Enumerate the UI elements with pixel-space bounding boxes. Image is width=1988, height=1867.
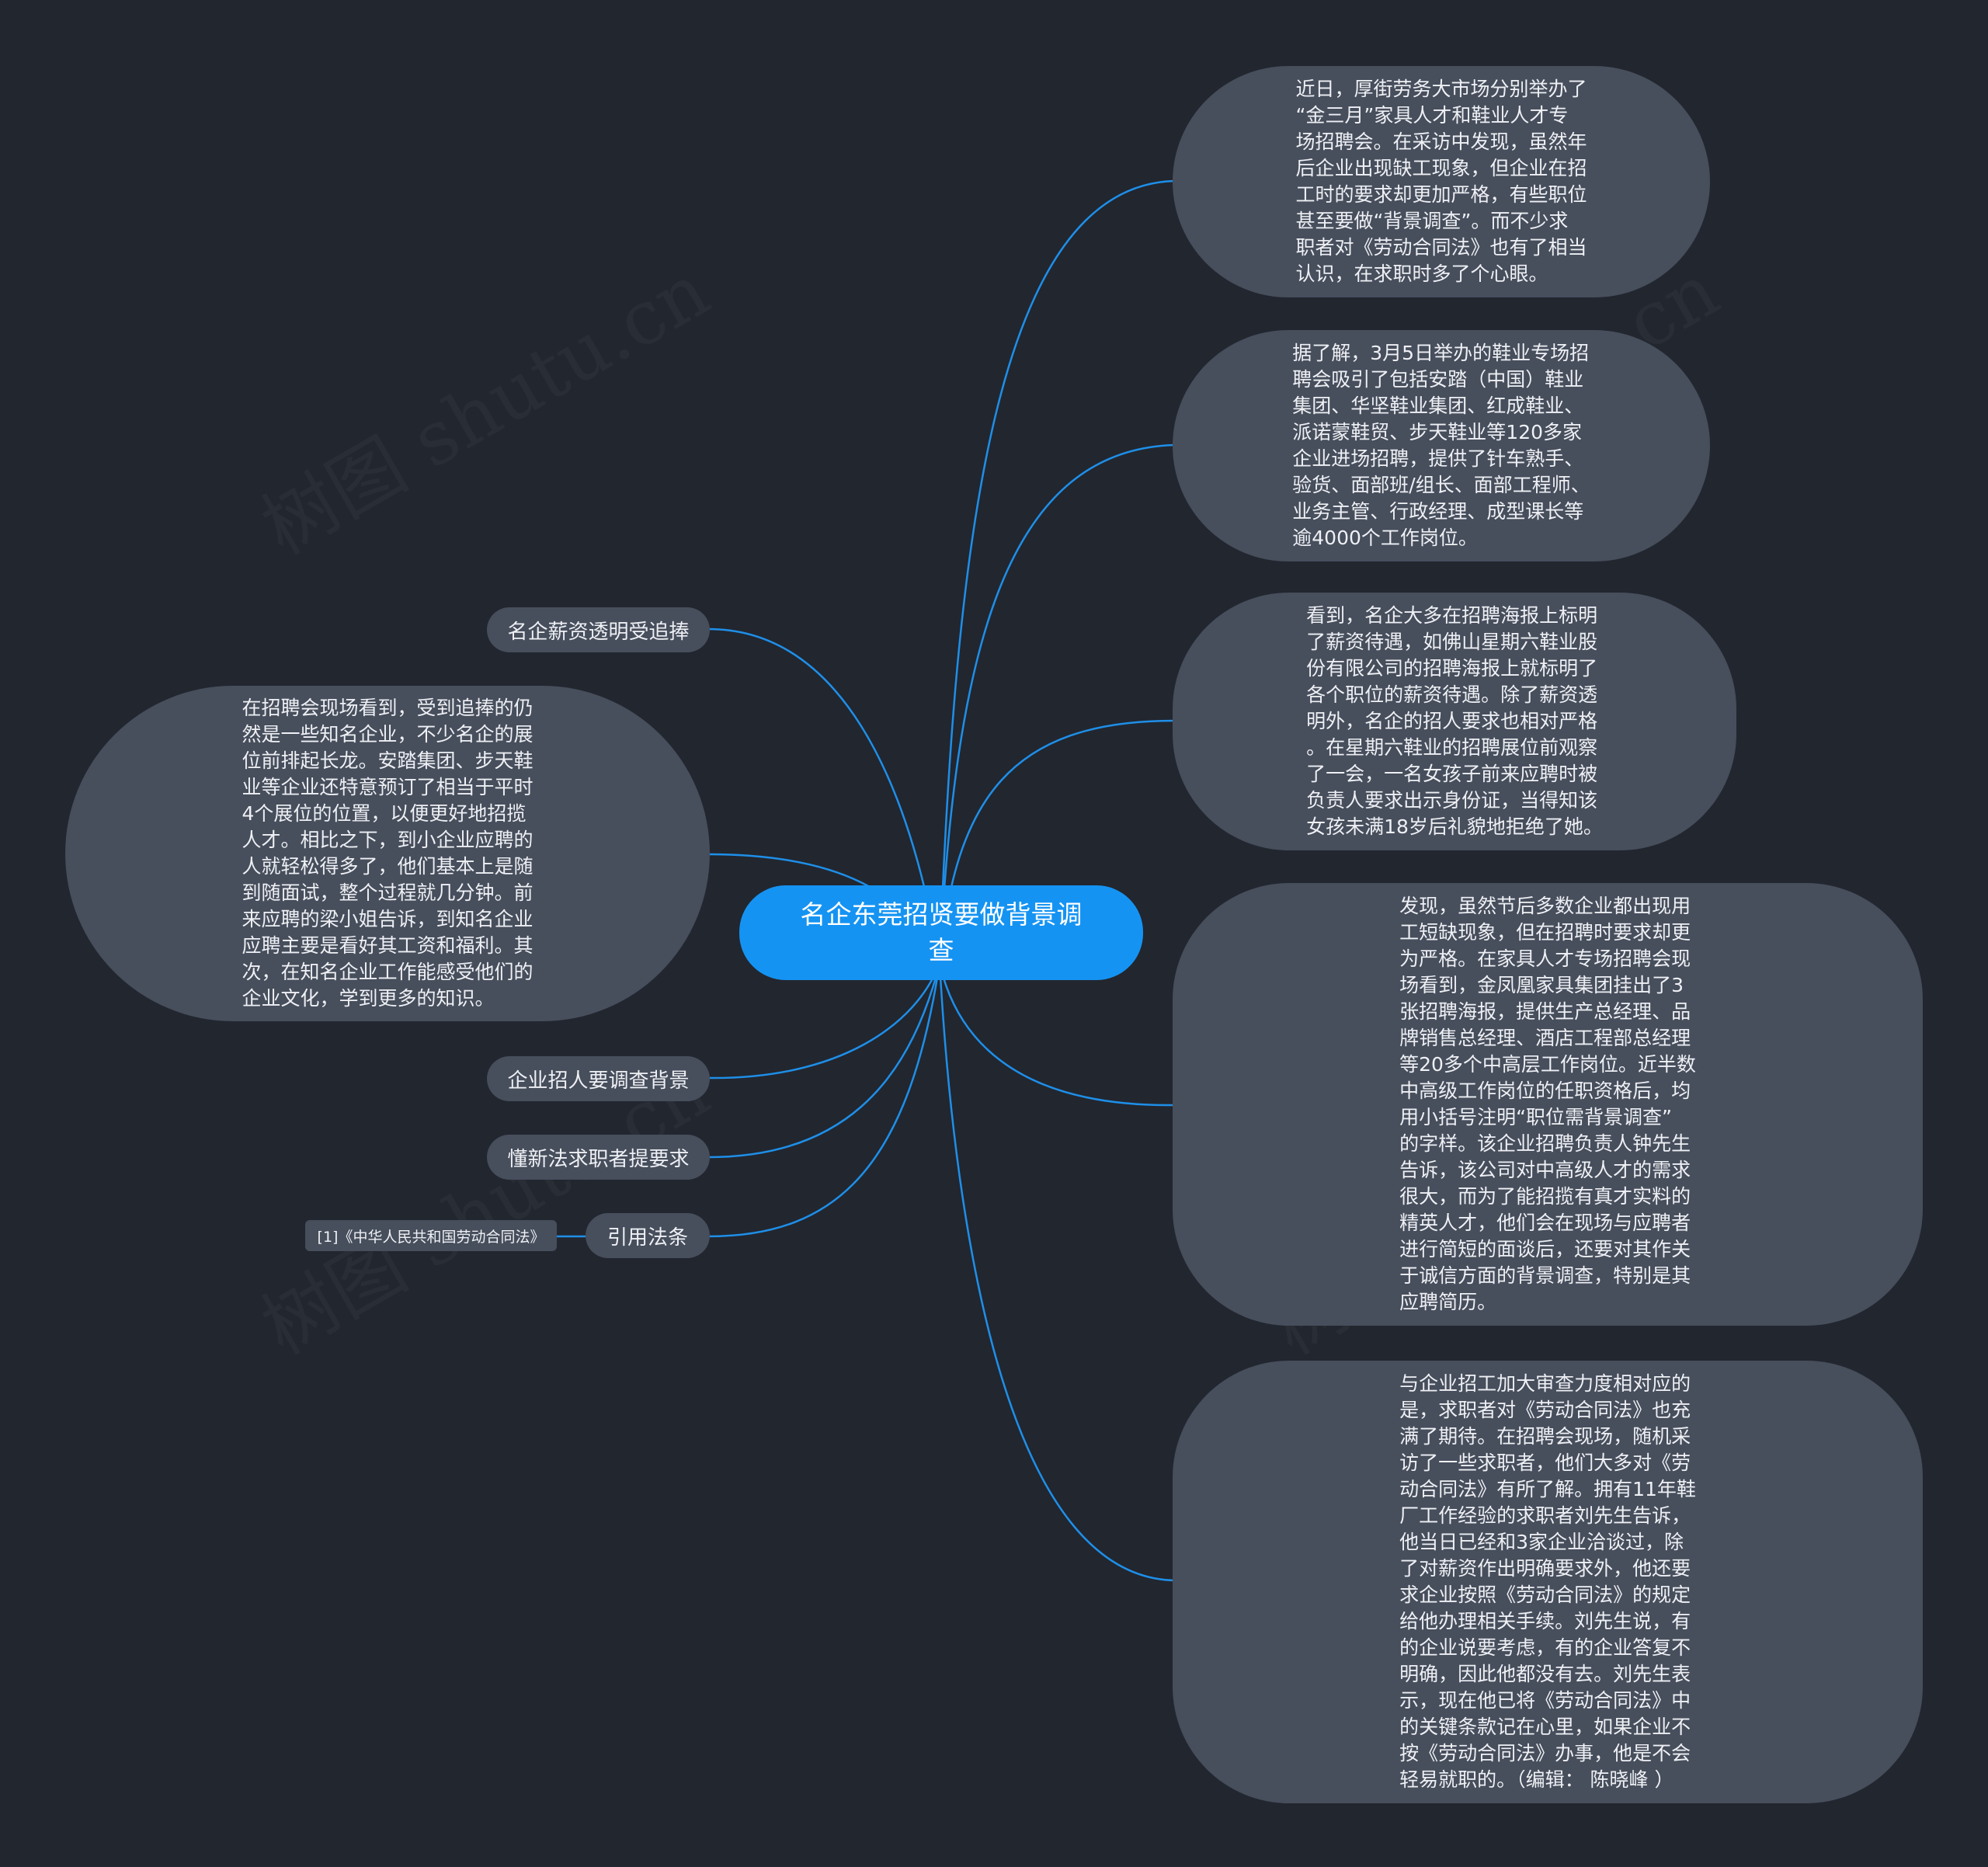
law-reference-tag[interactable]: [1]《中华人民共和国劳动合同法》 [305, 1220, 557, 1251]
root-topic-label: 名企东莞招贤要做背景调 查 [800, 899, 1083, 965]
detail-node-text: 发现，虽然节后多数企业都出现用 工短缺现象，但在招聘时要求却更 为严格。在家具人… [1399, 895, 1696, 1313]
topic-label: 懂新法求职者提要求 [507, 1147, 690, 1171]
detail-node-text: 在招聘会现场看到，受到追捧的仍 然是一些知名企业，不少名企的展 位前排起长龙。安… [242, 697, 533, 1010]
law-reference-label: [1]《中华人民共和国劳动合同法》 [317, 1228, 545, 1246]
topic-new-law-requirements[interactable]: 懂新法求职者提要求 [487, 1135, 710, 1180]
topic-salary-transparency[interactable]: 名企薪资透明受追捧 [487, 607, 710, 652]
detail-node-4[interactable]: 发现，虽然节后多数企业都出现用 工短缺现象，但在招聘时要求却更 为严格。在家具人… [1173, 883, 1923, 1326]
detail-node-text: 据了解，3月5日举办的鞋业专场招 聘会吸引了包括安踏（中国）鞋业 集团、华坚鞋业… [1292, 342, 1590, 549]
detail-node-5[interactable]: 与企业招工加大审查力度相对应的 是，求职者对《劳动合同法》也充 满了期待。在招聘… [1173, 1361, 1923, 1803]
detail-node-text: 与企业招工加大审查力度相对应的 是，求职者对《劳动合同法》也充 满了期待。在招聘… [1399, 1372, 1696, 1791]
topic-salary-detail[interactable]: 在招聘会现场看到，受到追捧的仍 然是一些知名企业，不少名企的展 位前排起长龙。安… [65, 686, 710, 1021]
topic-label: 名企薪资透明受追捧 [507, 620, 690, 644]
detail-node-text: 近日，厚街劳务大市场分别举办了 “金三月”家具人才和鞋业人才专 场招聘会。在采访… [1295, 78, 1587, 285]
detail-node-1[interactable]: 近日，厚街劳务大市场分别举办了 “金三月”家具人才和鞋业人才专 场招聘会。在采访… [1173, 66, 1710, 297]
topic-label: 企业招人要调查背景 [507, 1069, 690, 1093]
detail-node-3[interactable]: 看到，名企大多在招聘海报上标明 了薪资待遇，如佛山星期六鞋业股 份有限公司的招聘… [1173, 593, 1736, 850]
topic-label: 引用法条 [606, 1226, 688, 1250]
topic-law-citation[interactable]: 引用法条 [586, 1213, 710, 1258]
detail-node-text: 看到，名企大多在招聘海报上标明 了薪资待遇，如佛山星期六鞋业股 份有限公司的招聘… [1306, 604, 1603, 838]
topic-background-check[interactable]: 企业招人要调查背景 [487, 1056, 710, 1101]
root-topic[interactable]: 名企东莞招贤要做背景调 查 [739, 885, 1143, 980]
detail-node-2[interactable]: 据了解，3月5日举办的鞋业专场招 聘会吸引了包括安踏（中国）鞋业 集团、华坚鞋业… [1173, 330, 1710, 561]
